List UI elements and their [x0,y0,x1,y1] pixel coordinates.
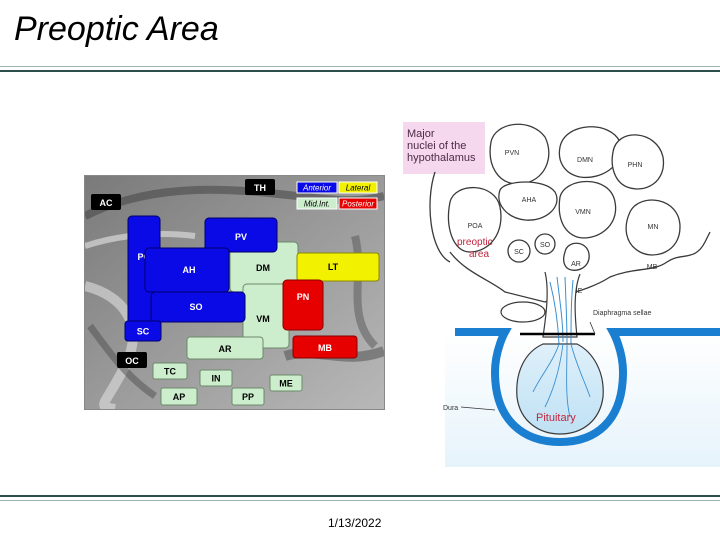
heading-line-3: hypothalamus [407,152,476,164]
legend-posterior-label: Posterior [342,200,374,209]
pvn-nucleus [490,124,549,184]
ah-label: AH [183,265,196,275]
vm-label: VM [256,314,270,324]
tc-label: TC [164,367,176,377]
legend-lateral-label: Lateral [346,184,371,193]
optic-chiasm [501,302,545,322]
so-label: SO [540,242,551,249]
legend-midint-label: Mid.Int. [304,200,330,209]
pn-block [283,280,323,330]
phn-label: PHN [628,162,643,169]
ap-label: AP [173,392,186,402]
poa-label: POA [468,223,483,230]
so-label: SO [189,302,202,312]
footer-date: 1/13/2022 [328,516,381,530]
in-label: IN [212,374,221,384]
pp-label: PP [242,392,254,402]
aha-label: AHA [522,197,537,204]
vmn-label: VMN [575,209,591,216]
mb-label: MB [318,343,332,353]
bottom-rule-2 [0,500,720,501]
top-rule [0,66,720,67]
nuclei-svg: Major nuclei of the hypothalamus PVN DMN… [395,112,720,467]
th-label: TH [254,183,266,193]
sc-label: SC [137,327,150,337]
preoptic-label-2: area [469,249,489,260]
hypothalamus-mri-schematic: Anterior Lateral Mid.Int. Posterior TH A… [84,175,385,410]
preoptic-label-1: preoptic [457,237,493,248]
heading-line-1: Major [407,128,435,140]
top-rule-2 [0,70,720,72]
mb-label: MB [647,264,658,271]
heading-line-2: nuclei of the [407,140,466,152]
me-label: ME [279,379,293,389]
lt-label: LT [328,262,339,272]
pv-label: PV [235,232,247,242]
infundibulum [543,272,580,337]
dura-label: Dura [443,405,458,412]
mri-svg: Anterior Lateral Mid.Int. Posterior TH A… [85,176,384,409]
pvn-label: PVN [505,150,519,157]
ar-label: AR [571,261,581,268]
bottom-rule [0,495,720,497]
slide-title: Preoptic Area [14,10,219,49]
dmn-label: DMN [577,157,593,164]
dmn-nucleus [559,127,620,178]
dm-label: DM [256,263,270,273]
hypothalamus-nuclei-diagram: Major nuclei of the hypothalamus PVN DMN… [395,112,720,467]
hypothalamus-outline-left [430,172,450,262]
ac-label: AC [100,198,113,208]
pituitary-label: Pituitary [536,412,576,424]
mn-label: MN [648,224,659,231]
ar-label: AR [219,344,232,354]
oc-label: OC [125,356,139,366]
legend-anterior-label: Anterior [302,184,331,193]
pn-label: PN [297,292,310,302]
diaphragma-label: Diaphragma sellae [593,310,651,317]
sc-label: SC [514,249,524,256]
